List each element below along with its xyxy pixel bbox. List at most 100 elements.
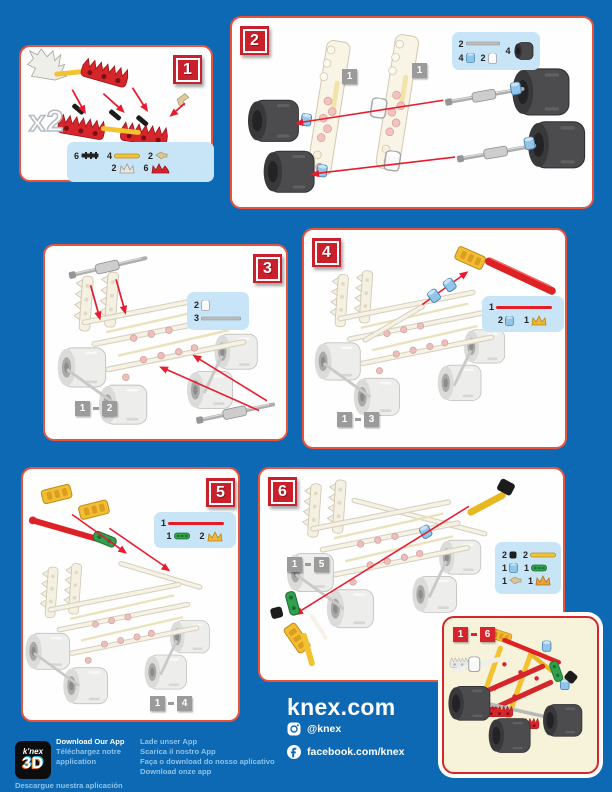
part-count: 2 <box>199 531 205 541</box>
download-fr-line2: application <box>56 757 97 767</box>
logo-brand-text: k'nex <box>22 747 44 756</box>
step-number-badge-3: 3 <box>253 254 282 283</box>
part-count: 1 <box>161 518 167 528</box>
instagram-icon <box>287 722 301 736</box>
download-nl-label: Download onze app <box>140 767 212 777</box>
facebook-row: facebook.com/knex <box>287 745 404 759</box>
parts-box-step5: 1 1 2 <box>154 512 236 548</box>
part-count: 2 <box>194 300 200 310</box>
green-connector-icon <box>173 532 190 540</box>
black-cap-piece <box>497 478 515 496</box>
tan-clip-piece <box>176 93 190 106</box>
tan-clip-icon <box>155 151 168 160</box>
green-connector-piece <box>91 529 118 549</box>
red-arrows <box>71 87 186 120</box>
step-panel-6: 6 1 5 2 2 1 1 1 1 <box>258 467 565 682</box>
assembly-range-label-final: 1 6 <box>453 627 495 642</box>
step4-diagram <box>304 245 556 447</box>
part-count: 1 <box>489 302 495 312</box>
green-connector-piece <box>284 590 301 617</box>
part-count: 1 <box>524 315 530 325</box>
step3-diagram <box>45 251 277 428</box>
black-wheel-icon <box>513 42 533 60</box>
download-app-text-en-fr: Download Our App Téléchargez notre appli… <box>56 737 142 767</box>
black-clips <box>72 103 149 127</box>
step-number-badge-4: 4 <box>312 238 341 267</box>
parts-box-step2: 2 4 2 4 <box>452 32 540 70</box>
parts-box-step3: 2 3 <box>187 292 249 330</box>
website-url: knex.com <box>287 694 396 720</box>
part-count: 4 <box>458 52 464 63</box>
instagram-handle: @knex <box>307 723 342 735</box>
red-rod-icon <box>168 521 225 525</box>
step6-diagram <box>270 469 515 667</box>
quantity-multiplier: x2 <box>28 104 65 139</box>
yellow-gear-connector-icon <box>207 531 222 542</box>
yellow-connector-piece <box>40 483 74 505</box>
step-number-badge-5: 5 <box>206 478 235 507</box>
red-rod-piece <box>485 257 556 295</box>
part-count: 1 <box>502 575 508 586</box>
final-model-inset: 1 6 <box>442 616 599 774</box>
blue-spacer-icon <box>465 53 475 63</box>
part-count: 1 <box>166 531 172 541</box>
step1-diagram <box>26 48 190 147</box>
assembly-range-label: 1 3 <box>337 412 379 427</box>
yellow-connector-piece <box>77 499 111 521</box>
download-app-text-other: Lade unser App Scarica il nostro App Faç… <box>140 737 300 777</box>
parts-box-step4: 1 2 1 <box>482 296 564 332</box>
facebook-icon <box>287 745 301 759</box>
assembly-range-label: 1 5 <box>287 557 329 572</box>
white-spacer-icon <box>487 52 497 64</box>
part-count: 1 <box>502 562 508 573</box>
assembly-range-label: 1 4 <box>150 696 192 711</box>
part-count: 4 <box>505 46 511 56</box>
tan-clip-icon <box>509 576 522 585</box>
step-number-badge-2: 2 <box>240 26 269 55</box>
facebook-url: facebook.com/knex <box>307 746 405 758</box>
part-count: 2 <box>458 38 464 49</box>
parts-box-step1: 6 4 2 2 6 <box>67 142 214 182</box>
black-cap-icon <box>509 551 517 559</box>
black-cap-piece <box>270 606 284 619</box>
part-count: 1 <box>524 562 530 573</box>
download-it-label: Scarica il nostro App <box>140 747 216 757</box>
final-model-diagram <box>448 627 583 753</box>
step2-diagram <box>247 32 586 193</box>
step-panel-5: 5 1 4 1 1 2 <box>21 467 240 722</box>
part-count: 6 <box>74 150 80 161</box>
part-count: 2 <box>111 163 117 173</box>
red-arrows <box>293 99 456 179</box>
assembly-label-1: 1 <box>342 69 357 84</box>
yellow-rod-icon <box>114 153 140 158</box>
yellow-connector-piece <box>453 245 487 271</box>
step-panel-2: 2 1 1 2 4 2 4 <box>230 16 594 209</box>
red-arrows <box>89 279 268 412</box>
gray-rod-icon <box>201 316 242 320</box>
orange-gear-connector-icon <box>535 575 551 586</box>
red-arrows <box>71 513 173 575</box>
instagram-row: @knex <box>287 722 341 736</box>
black-clip-connector-icon <box>81 152 99 159</box>
part-count: 2 <box>502 550 508 560</box>
part-count: 6 <box>143 163 149 173</box>
red-gear-connector-icon <box>151 162 170 173</box>
knex-3d-app-logo: k'nex 3D <box>15 741 51 779</box>
download-es-label: Descargue nuestra aplicación <box>15 781 123 790</box>
white-spacer-icon <box>201 300 210 311</box>
green-connector-icon <box>531 564 547 571</box>
step-number-badge-1: 1 <box>173 55 202 84</box>
blue-spacer-icon <box>505 315 514 326</box>
step5-diagram <box>23 483 238 720</box>
part-count: 1 <box>528 575 534 586</box>
step-panel-3: 3 1 2 2 3 <box>43 244 288 441</box>
part-count: 2 <box>523 550 529 560</box>
red-rod-icon <box>496 305 553 309</box>
blue-spacer-icon <box>509 563 518 573</box>
download-pt-label: Faça o download do nosso aplicativo <box>140 757 275 767</box>
download-fr-line1: Téléchargez notre <box>56 747 121 757</box>
download-app-text-es: Descargue nuestra aplicación <box>15 781 155 791</box>
yellow-rod-icon <box>530 552 556 558</box>
download-de-label: Lade unser App <box>140 737 198 746</box>
